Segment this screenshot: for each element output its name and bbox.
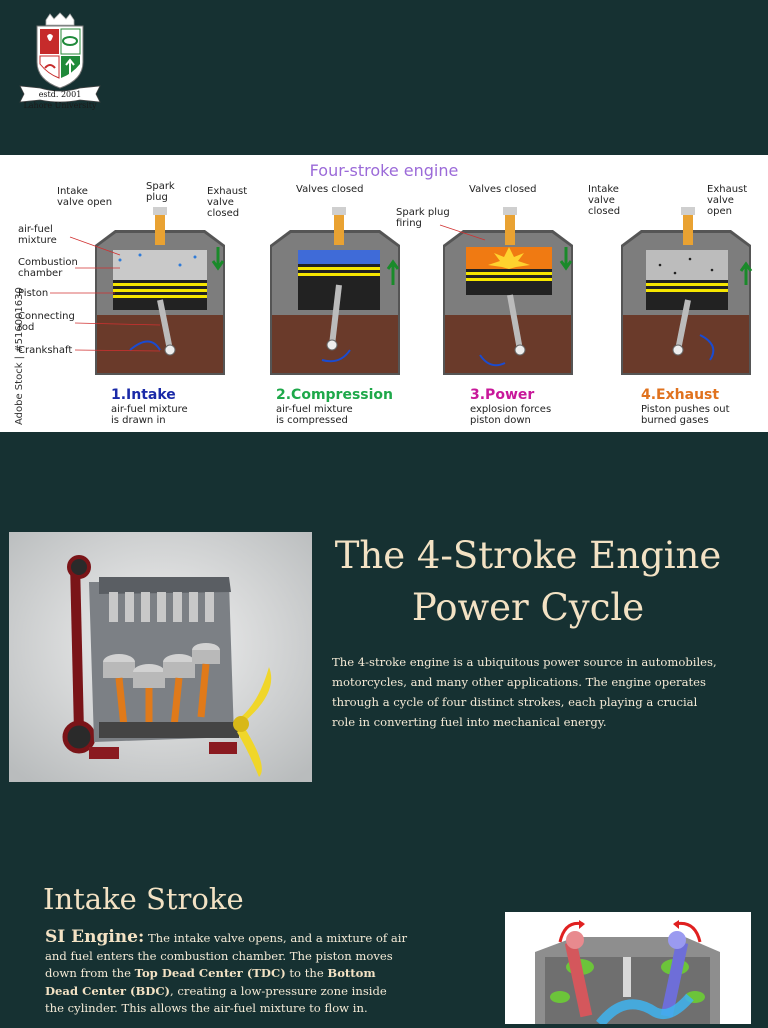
page-title: The 4-Stroke Engine Power Cycle [332,530,724,634]
engine-compression [270,207,400,375]
crown-icon [45,12,75,26]
stroke-title-power: 3.Power [470,387,534,403]
stroke-title-exhaust: 4.Exhaust [641,387,719,403]
section-title-intake-stroke: Intake Stroke [43,882,244,916]
intake-valve-diagram-image [505,912,751,1028]
logo-university-text: Lahore University [23,101,97,110]
si-text-3: , creating a low-pressure zone inside th… [45,983,387,1016]
university-logo[interactable]: estd. 2001 Lahore University [12,12,108,110]
label-valves-closed-1: Valves closed [296,184,364,195]
watermark-text: Adobe Stock | #516001630 [14,287,25,425]
label-crankshaft: Crankshaft [18,345,72,356]
si-engine-paragraph: SI Engine: The intake valve opens, and a… [45,927,407,1018]
tdc-term: Top Dead Center (TDC) [134,966,286,980]
engine-power [443,207,573,375]
label-valves-closed-2: Valves closed [469,184,537,195]
si-engine-lead: SI Engine: [45,927,145,947]
stroke-title-compression: 2.Compression [276,387,393,403]
page-title-line-2: Power Cycle [411,586,645,629]
stroke-title-intake: 1.Intake [111,387,176,403]
engine-intake [95,207,225,375]
bdc-term: Bottom Dead Center (BDC) [45,966,376,998]
si-text-1: The intake valve opens, and a mixture of… [45,931,407,980]
engine-exhaust [621,207,753,375]
si-text-2: to the [285,966,328,980]
label-leader-lines [50,224,486,352]
diagram-title: Four-stroke engine [310,161,459,180]
four-stroke-diagram-image: Four-stroke engine Adobe Stock | #516001… [0,155,768,432]
logo-estd-text: estd. 2001 [39,90,82,99]
page-title-line-1: The 4-Stroke Engine [334,534,722,577]
engine-3d-image [9,532,312,782]
label-piston: Piston [18,288,48,299]
intro-paragraph: The 4-stroke engine is a ubiquitous powe… [332,655,717,729]
ribbon: estd. 2001 [19,85,101,103]
shield-icon [36,25,84,89]
